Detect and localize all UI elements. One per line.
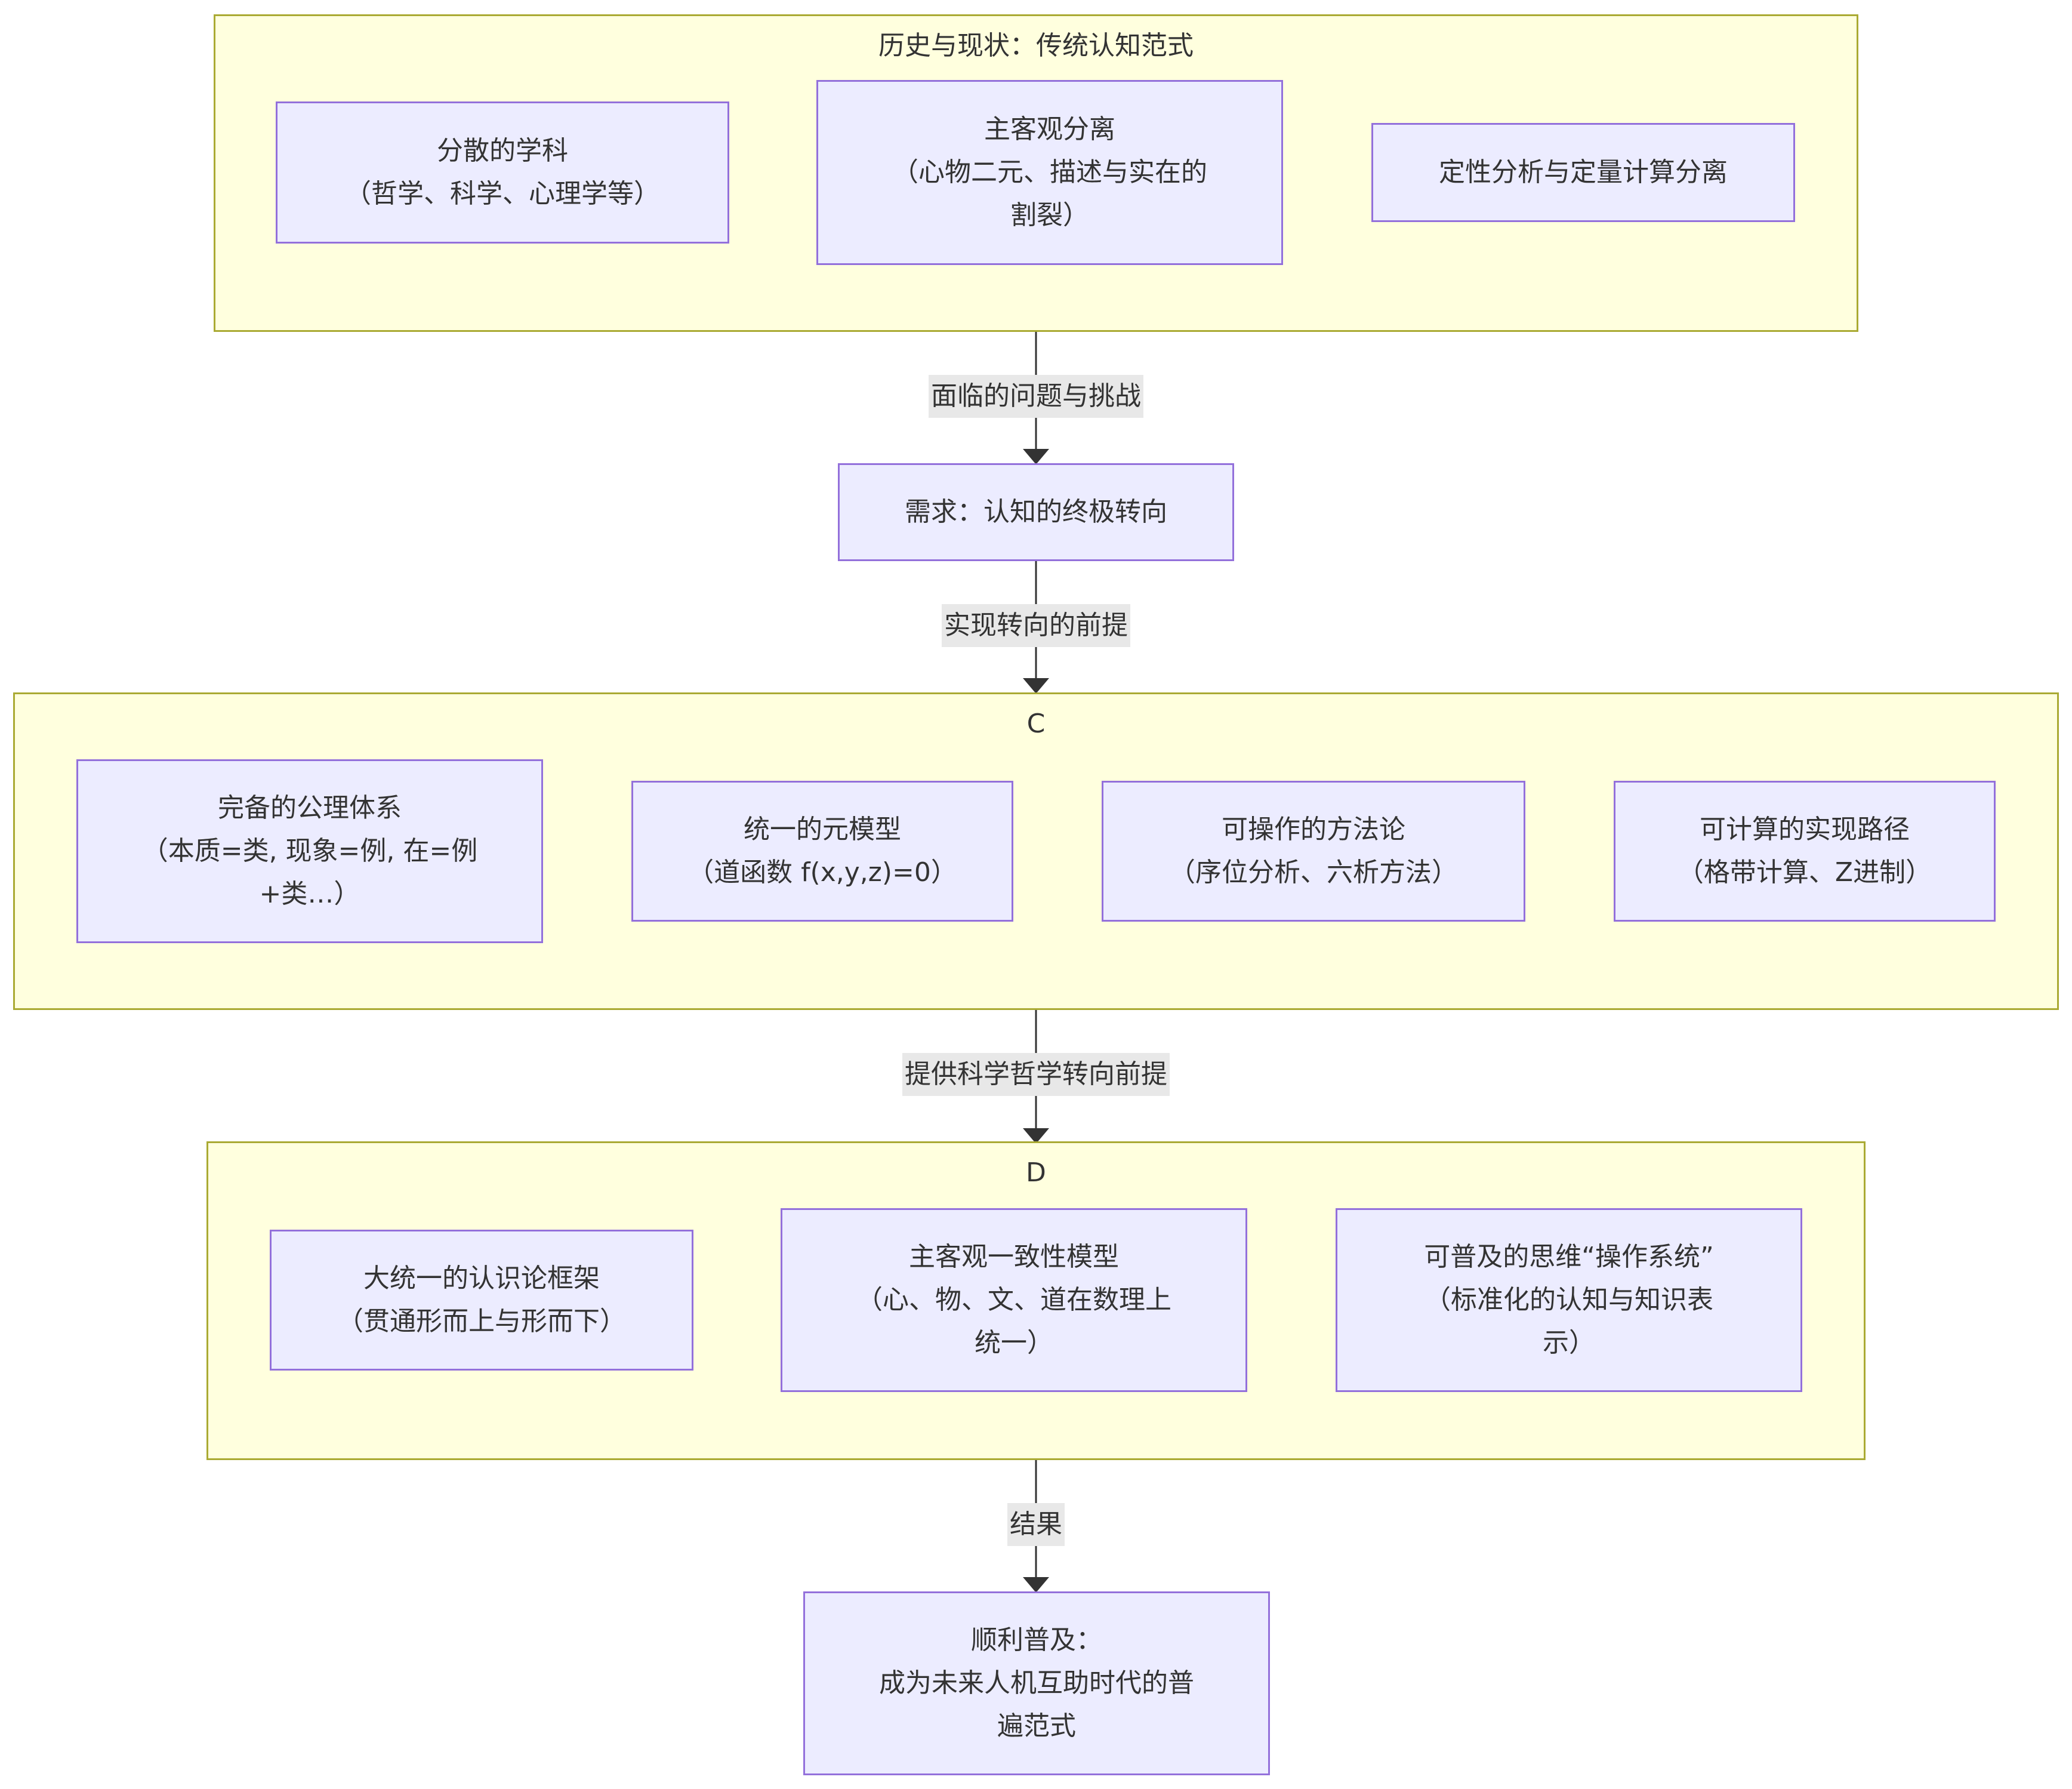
- node-qualitative-quantitative-separation[interactable]: 定性分析与定量计算分离: [1371, 123, 1795, 222]
- node-line: 统一）: [975, 1328, 1053, 1358]
- node-line: 顺利普及：: [971, 1625, 1102, 1655]
- node-line: （哲学、科学、心理学等）: [345, 178, 660, 209]
- node-result[interactable]: 顺利普及： 成为未来人机互助时代的普 遍范式: [803, 1591, 1270, 1775]
- node-line: +类…）: [259, 879, 360, 909]
- node-line: （标准化的认知与知识表: [1424, 1285, 1713, 1315]
- node-line: 可计算的实现路径: [1700, 814, 1910, 845]
- node-line: 完备的公理体系: [217, 793, 402, 823]
- edge-label-philosophy-premise: 提供科学哲学转向前提: [902, 1053, 1170, 1096]
- edge-label-challenges: 面临的问题与挑战: [929, 375, 1143, 418]
- node-line: （心、物、文、道在数理上: [856, 1285, 1171, 1315]
- node-meta-model[interactable]: 统一的元模型 （道函数 f(x,y,z)=0）: [631, 781, 1013, 922]
- node-line: 示）: [1543, 1328, 1595, 1358]
- node-line: 成为未来人机互助时代的普: [879, 1668, 1194, 1698]
- node-line: （贯通形而上与形而下）: [337, 1306, 626, 1337]
- node-subject-object-separation[interactable]: 主客观分离 （心物二元、描述与实在的 割裂）: [816, 80, 1283, 265]
- node-line: 分散的学科: [437, 136, 568, 166]
- node-axiom-system[interactable]: 完备的公理体系 （本质=类, 现象=例, 在=例 +类…）: [76, 759, 543, 943]
- group-title: C: [1026, 709, 1046, 739]
- edge-label-result: 结果: [1007, 1503, 1065, 1546]
- node-demand[interactable]: 需求：认知的终极转向: [838, 463, 1234, 561]
- node-line: （序位分析、六析方法）: [1169, 857, 1458, 888]
- node-line: 主客观分离: [984, 114, 1115, 144]
- node-line: 统一的元模型: [743, 814, 901, 845]
- node-line: 定性分析与定量计算分离: [1439, 157, 1728, 187]
- node-line: 割裂）: [1010, 200, 1089, 230]
- edge-label-premise: 实现转向的前提: [942, 604, 1130, 647]
- node-scattered-disciplines[interactable]: 分散的学科 （哲学、科学、心理学等）: [276, 101, 729, 244]
- node-unified-epistemology[interactable]: 大统一的认识论框架 （贯通形而上与形而下）: [270, 1230, 693, 1371]
- arrowhead: [1023, 1577, 1049, 1593]
- node-line: 大统一的认识论框架: [363, 1263, 600, 1294]
- node-consistency-model[interactable]: 主客观一致性模型 （心、物、文、道在数理上 统一）: [781, 1208, 1247, 1392]
- node-line: （心物二元、描述与实在的: [892, 157, 1207, 187]
- node-line: 主客观一致性模型: [909, 1242, 1119, 1272]
- node-line: （本质=类, 现象=例, 在=例: [141, 836, 478, 866]
- node-line: 遍范式: [997, 1711, 1076, 1741]
- node-methodology[interactable]: 可操作的方法论 （序位分析、六析方法）: [1102, 781, 1525, 922]
- node-thinking-os[interactable]: 可普及的思维“操作系统” （标准化的认知与知识表 示）: [1336, 1208, 1802, 1392]
- node-line: 可普及的思维“操作系统”: [1424, 1242, 1714, 1272]
- arrowhead: [1023, 678, 1049, 694]
- node-line: 需求：认知的终极转向: [905, 497, 1167, 527]
- arrowhead: [1023, 1128, 1049, 1144]
- group-title: 历史与现状：传统认知范式: [878, 30, 1194, 61]
- arrowhead: [1023, 449, 1049, 464]
- node-line: （道函数 f(x,y,z)=0）: [687, 857, 957, 888]
- node-line: 可操作的方法论: [1222, 814, 1405, 845]
- node-line: （格带计算、Z进制）: [1677, 857, 1932, 888]
- group-title: D: [1026, 1157, 1046, 1188]
- node-computable-path[interactable]: 可计算的实现路径 （格带计算、Z进制）: [1614, 781, 1996, 922]
